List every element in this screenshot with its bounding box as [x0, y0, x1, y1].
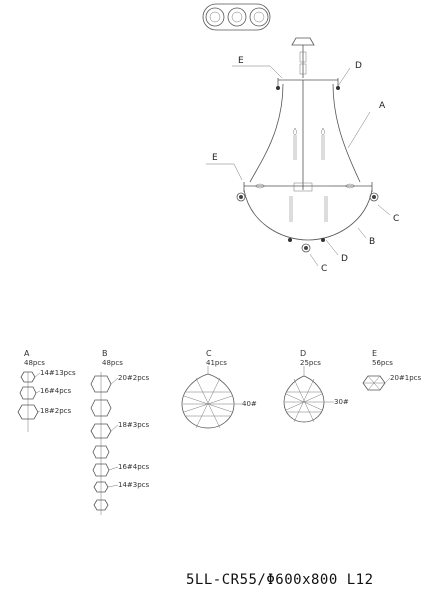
part-A-size-2: 16#4pcs	[40, 387, 72, 395]
part-B: B 48pcs 20#2pcs 18#3pcs 16#4pcs 14#3pcs	[90, 349, 150, 515]
model-number-label: 5LL-CR55/Φ600x800 L12	[186, 572, 374, 588]
part-B-label: B	[102, 349, 108, 358]
part-C: C 41pcs 40#	[181, 349, 257, 429]
part-C-size: 40#	[242, 400, 257, 408]
side-view-chandelier	[236, 37, 379, 253]
callout-C-right: C	[393, 214, 399, 224]
callout-E-top: E	[238, 56, 244, 66]
callout-E-side: E	[212, 153, 218, 163]
part-D-size: 30#	[334, 398, 349, 406]
part-A: A 48pcs 14#13pcs 16#4pcs 18#2pcs	[17, 349, 76, 432]
callout-leaders	[206, 65, 391, 267]
part-E: E 56pcs 20#1pcs	[362, 349, 422, 391]
part-B-size-1: 20#2pcs	[118, 374, 150, 382]
part-E-size: 20#1pcs	[390, 374, 422, 382]
top-view-canopy	[202, 3, 271, 31]
callout-D-top: D	[355, 61, 362, 71]
part-D: D 25pcs 30#	[283, 349, 349, 423]
part-C-label: C	[206, 349, 212, 358]
part-B-size-3: 16#4pcs	[118, 463, 150, 471]
part-C-count: 41pcs	[206, 359, 227, 367]
part-A-size-1: 14#13pcs	[40, 369, 76, 377]
part-B-count: 48pcs	[102, 359, 123, 367]
part-E-count: 56pcs	[372, 359, 393, 367]
part-A-label: A	[24, 349, 30, 358]
part-D-count: 25pcs	[300, 359, 321, 367]
part-D-label: D	[300, 349, 306, 358]
callout-B: B	[369, 237, 375, 247]
callout-D-bottom: D	[341, 254, 348, 264]
part-A-count: 48pcs	[24, 359, 45, 367]
part-B-size-4: 14#3pcs	[118, 481, 150, 489]
callout-A: A	[379, 101, 386, 111]
part-B-size-2: 18#3pcs	[118, 421, 150, 429]
part-E-label: E	[372, 349, 377, 358]
part-A-size-3: 18#2pcs	[40, 407, 72, 415]
callout-C-bottom: C	[321, 264, 327, 274]
